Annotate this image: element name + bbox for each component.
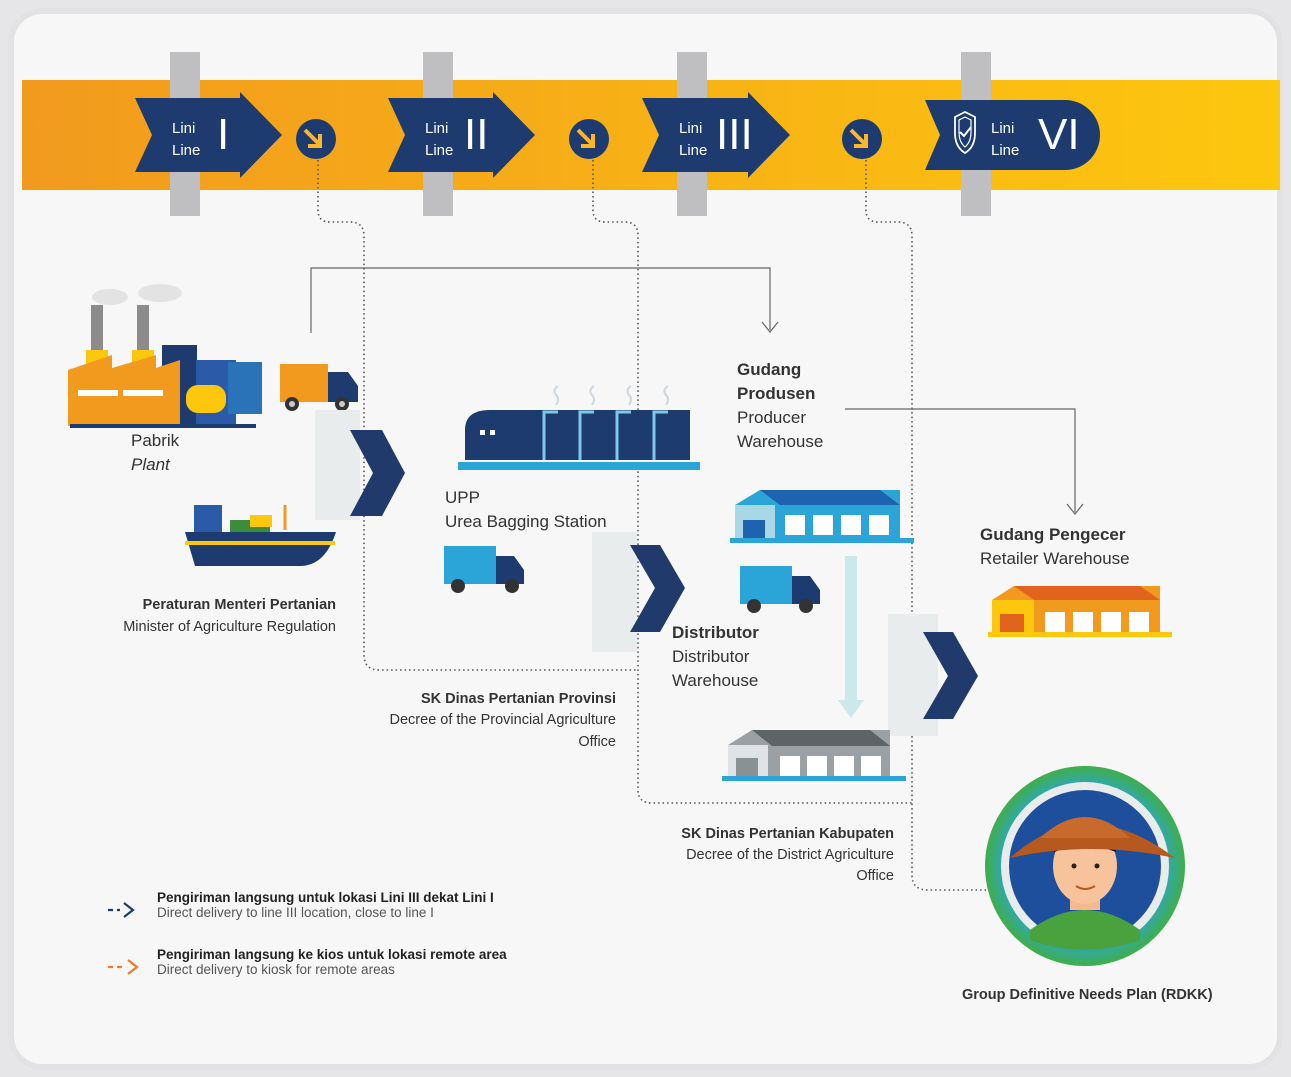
- legend-item-1: Pengiriman langsung untuk lokasi Lini II…: [157, 890, 494, 920]
- line-1-lini: Lini: [172, 120, 196, 137]
- minister-title: Peraturan Menteri Pertanian: [142, 597, 336, 613]
- truck-icon: [280, 364, 358, 411]
- producer-title-b: Produsen: [737, 384, 816, 403]
- line-3-lini: Lini: [679, 120, 703, 137]
- retailer-subtitle: Retailer Warehouse: [980, 549, 1130, 568]
- flow-chevron-3: [888, 614, 978, 736]
- district-sub-b: Office: [856, 868, 894, 884]
- rdkk-title: Group Definitive Needs Plan (RDKK): [962, 987, 1213, 1003]
- line-4-line: Line: [991, 142, 1020, 159]
- line-marker-2: [388, 52, 535, 216]
- plant-subtitle: Plant: [131, 455, 170, 474]
- plant-title: Pabrik: [131, 431, 180, 450]
- line-marker-3: [642, 52, 790, 216]
- factory-icon: [68, 284, 262, 428]
- province-sub-a: Decree of the Provincial Agriculture: [389, 712, 616, 728]
- line-1-numeral: I: [217, 110, 230, 159]
- distributor-sub-a: Distributor: [672, 647, 750, 666]
- province-sub-b: Office: [578, 734, 616, 750]
- line-2-numeral: II: [464, 110, 489, 159]
- truck-icon: [740, 566, 820, 613]
- distributor-sub-b: Warehouse: [672, 671, 759, 690]
- flow-chevron-2: [592, 532, 685, 652]
- flow-lines: [310, 267, 1084, 515]
- producer-sub-b: Warehouse: [737, 432, 824, 451]
- dashed-navy-arrow-icon: [108, 902, 135, 918]
- line-2-lini: Lini: [425, 120, 449, 137]
- ship-icon: [185, 505, 336, 566]
- legend-item-2-title: Pengiriman langsung ke kios untuk lokasi…: [157, 947, 507, 962]
- down-flow-arrow-icon: [838, 556, 864, 718]
- district-title: SK Dinas Pertanian Kabupaten: [681, 826, 894, 842]
- legend-item-2-subtitle: Direct delivery to kiosk for remote area…: [157, 962, 395, 977]
- line-marker-1: [135, 52, 282, 216]
- line-1-line: Line: [172, 142, 201, 159]
- down-arrow-circle-icon: [569, 119, 609, 159]
- retailer-title: Gudang Pengecer: [980, 525, 1126, 544]
- province-title: SK Dinas Pertanian Provinsi: [420, 691, 616, 707]
- legend-item-2: Pengiriman langsung ke kios untuk lokasi…: [157, 947, 507, 977]
- producer-title-a: Gudang: [737, 360, 802, 379]
- legend-item-1-subtitle: Direct delivery to line III location, cl…: [157, 905, 434, 920]
- line-3-line: Line: [679, 142, 708, 159]
- upp-title: UPP: [445, 488, 480, 507]
- truck-icon: [444, 546, 524, 593]
- line-4-numeral: VI: [1038, 110, 1080, 159]
- distributor-warehouse-icon: [722, 730, 906, 781]
- line-3-numeral: III: [716, 110, 753, 159]
- down-arrow-circle-icon: [296, 119, 336, 159]
- line-marker-4: [925, 52, 1100, 216]
- producer-warehouse-icon: [730, 490, 914, 543]
- distributor-title: Distributor: [672, 623, 759, 642]
- down-arrow-circle-icon: [842, 119, 882, 159]
- upp-subtitle: Urea Bagging Station: [445, 512, 607, 531]
- legend-item-1-title: Pengiriman langsung untuk lokasi Lini II…: [157, 890, 494, 905]
- flow-chevron-1: [315, 410, 405, 520]
- line-4-lini: Lini: [991, 120, 1015, 137]
- minister-subtitle: Minister of Agriculture Regulation: [123, 619, 336, 635]
- farmer-avatar: [985, 766, 1185, 966]
- shield-check-icon: [954, 110, 976, 155]
- retailer-warehouse-icon: [988, 586, 1172, 637]
- producer-sub-a: Producer: [737, 408, 806, 427]
- district-sub-a: Decree of the District Agriculture: [686, 847, 894, 863]
- bagging-station-icon: [458, 385, 700, 470]
- regulation-paths: [317, 160, 992, 891]
- line-2-line: Line: [425, 142, 454, 159]
- dashed-orange-arrow-icon: [108, 959, 139, 975]
